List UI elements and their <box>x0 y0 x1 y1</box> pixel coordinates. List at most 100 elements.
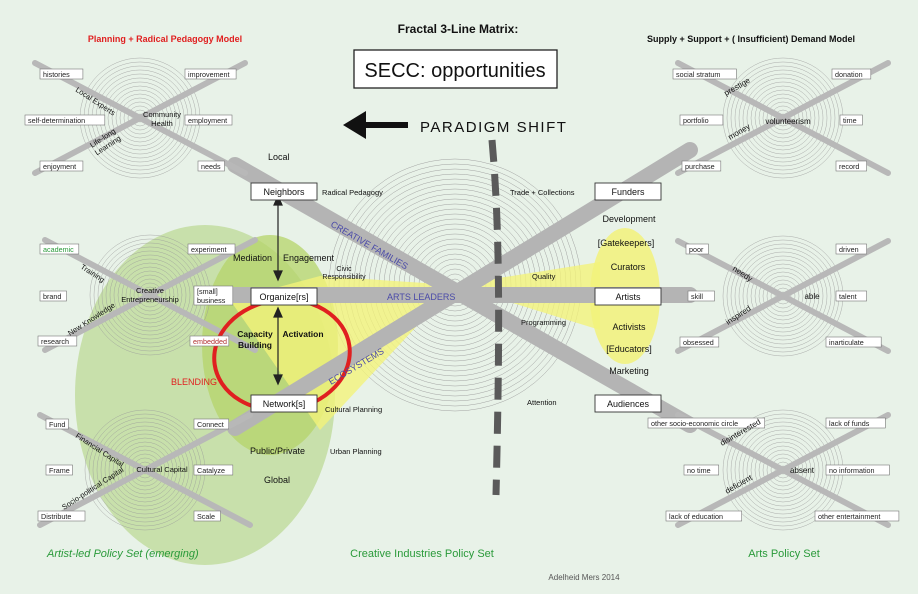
global-label: Global <box>264 475 290 485</box>
networks-label: Network[s] <box>263 399 306 409</box>
box-label: Connect <box>197 420 224 429</box>
box-label: Fund <box>49 420 65 429</box>
box-label: [small] <box>197 287 218 296</box>
box-label: brand <box>43 292 61 301</box>
mediation-label: Mediation <box>233 253 272 263</box>
box-label: histories <box>43 70 70 79</box>
label-box <box>24 114 106 126</box>
local-label: Local <box>268 152 290 162</box>
box-label: improvement <box>188 70 230 79</box>
label-box <box>672 68 737 80</box>
paradigm-shift: PARADIGM SHIFT <box>420 119 567 136</box>
box-label: purchase <box>685 162 715 171</box>
audiences-label: Audiences <box>607 399 650 409</box>
arts-policy: Arts Policy Set <box>748 548 820 560</box>
small-label-boxes <box>24 68 900 522</box>
gatekeepers-label: [Gatekeepers] <box>598 238 655 248</box>
box-label: inarticulate <box>829 338 864 347</box>
activists-label: Activists <box>612 322 646 332</box>
secc-label: SECC: opportunities <box>364 60 545 82</box>
label-box <box>184 114 233 126</box>
absent-label: absent <box>790 466 815 475</box>
development-label: Development <box>602 214 656 224</box>
label-box <box>193 510 221 522</box>
label-box <box>665 510 742 522</box>
artist-led-policy: Artist-led Policy Set (emerging) <box>46 548 199 560</box>
label-box <box>831 68 872 80</box>
box-label: record <box>839 162 859 171</box>
box-label: donation <box>835 70 863 79</box>
label-box <box>189 335 230 347</box>
box-label: experiment <box>191 245 227 254</box>
box-label: employment <box>188 116 227 125</box>
label-box <box>197 160 225 172</box>
label-box <box>835 243 867 255</box>
label-box <box>39 160 84 172</box>
creative-industries-policy: Creative Industries Policy Set <box>350 548 494 560</box>
radical-pedagogy-label: Radical Pedagogy <box>322 188 383 197</box>
label-box <box>825 417 886 429</box>
label-box <box>37 335 78 347</box>
box-label: Frame <box>49 466 70 475</box>
label-box <box>193 464 234 476</box>
label-box <box>37 510 86 522</box>
label-box <box>685 243 709 255</box>
box-label: no information <box>829 466 875 475</box>
engagement-label: Engagement <box>283 253 335 263</box>
label-box <box>835 160 867 172</box>
marketing-label: Marketing <box>609 366 649 376</box>
label-box <box>184 68 237 80</box>
label-box <box>683 464 720 476</box>
needy-label: needy <box>731 264 754 283</box>
box-label: Distribute <box>41 512 71 521</box>
box-label: obsessed <box>683 338 714 347</box>
label-box <box>681 160 722 172</box>
label-box <box>45 418 69 430</box>
neighbors-label: Neighbors <box>263 187 305 197</box>
cultural-capital-label: Cultural Capital <box>136 465 188 474</box>
box-label: other entertainment <box>818 512 880 521</box>
label-box <box>814 510 900 522</box>
box-label: academic <box>43 245 74 254</box>
secc-box <box>353 49 558 89</box>
educators-label: [Educators] <box>606 344 652 354</box>
programming-label: Programming <box>521 318 566 327</box>
trade-label: Trade + Collections <box>510 188 575 197</box>
label-box <box>193 418 230 430</box>
label-box <box>839 114 863 126</box>
label-box <box>835 290 867 302</box>
activation-label: Activation <box>282 329 323 339</box>
fractal-x-bands <box>32 60 891 528</box>
label-box <box>825 336 882 348</box>
label-box <box>679 336 720 348</box>
organizers-label: Organize[rs] <box>259 292 308 302</box>
volunteerism-label: volunteerism <box>765 117 811 126</box>
box-label: portfolio <box>683 116 709 125</box>
blending-label: BLENDING <box>171 377 217 387</box>
left-model-title: Planning + Radical Pedagogy Model <box>88 34 242 44</box>
label-box <box>193 285 234 306</box>
box-label: poor <box>689 245 704 254</box>
box-label: self-determination <box>28 116 85 125</box>
box-label: driven <box>839 245 859 254</box>
box-label: skill <box>691 292 703 301</box>
ring-group-4 <box>722 235 844 357</box>
label-box <box>45 464 73 476</box>
box-label: needs <box>201 162 221 171</box>
box-label: lack of education <box>669 512 723 521</box>
paradigm-arrow <box>343 111 408 139</box>
box-label: social stratum <box>676 70 720 79</box>
funders-label: Funders <box>611 187 645 197</box>
box-label: research <box>41 337 69 346</box>
box-label: Catalyze <box>197 466 225 475</box>
cultural-planning-label: Cultural Planning <box>325 405 382 414</box>
label-box <box>687 290 715 302</box>
arts-leaders-label: ARTS LEADERS <box>387 292 455 302</box>
title: Fractal 3-Line Matrix: <box>398 22 519 36</box>
box-label: enjoyment <box>43 162 76 171</box>
